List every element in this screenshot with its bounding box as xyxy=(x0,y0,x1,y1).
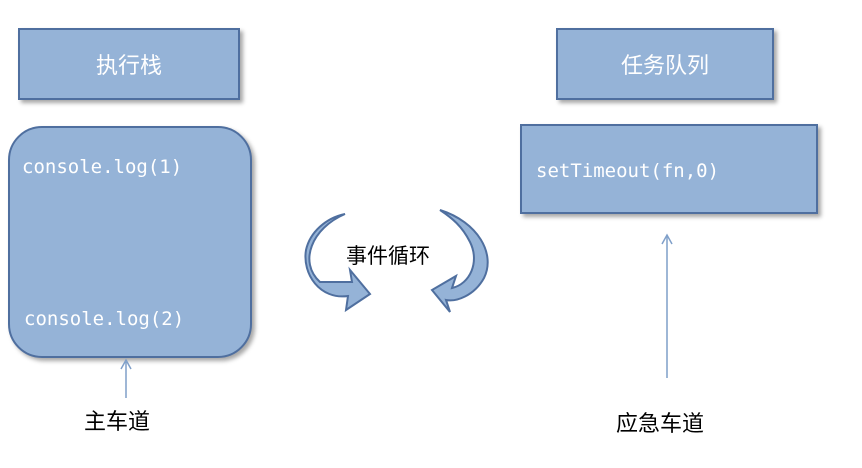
execution-stack-title-text: 执行栈 xyxy=(95,54,162,79)
event-loop-left-arrow-icon xyxy=(304,213,372,313)
emergency-road-label: 应急车道 xyxy=(616,412,705,437)
stack-code-line-1: console.log(1) xyxy=(22,156,183,178)
task-queue-title-text: 任务队列 xyxy=(620,54,709,79)
stack-code-line-2: console.log(2) xyxy=(24,308,185,330)
task-queue-title: 任务队列 xyxy=(556,28,774,100)
emergency-road-arrow xyxy=(661,233,673,378)
event-loop-right-arrow-icon xyxy=(430,209,489,313)
task-queue-box: setTimeout(fn,0) xyxy=(520,124,818,214)
execution-stack-box: console.log(1) console.log(2) xyxy=(8,126,252,358)
execution-stack-title: 执行栈 xyxy=(18,28,240,100)
queue-code-line: setTimeout(fn,0) xyxy=(536,160,720,182)
main-road-arrow xyxy=(120,358,132,398)
event-loop-label: 事件循环 xyxy=(346,244,430,268)
main-road-label: 主车道 xyxy=(84,410,151,435)
